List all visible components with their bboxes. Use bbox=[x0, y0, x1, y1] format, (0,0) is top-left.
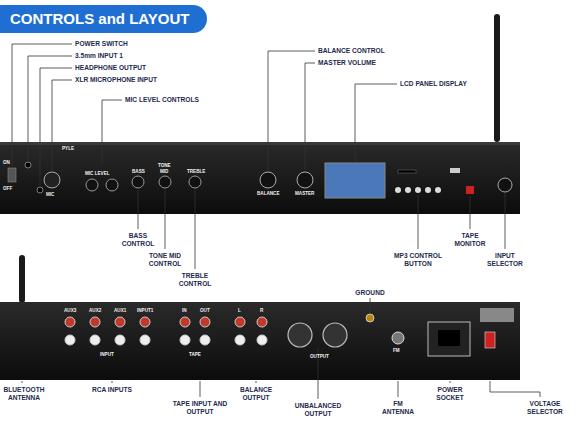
voltage-switch bbox=[485, 332, 495, 348]
callout-label: LCD PANEL DISPLAY bbox=[400, 80, 467, 88]
rating-plate bbox=[480, 308, 514, 322]
panel-marking: MIC bbox=[46, 192, 54, 197]
fm-socket bbox=[392, 332, 404, 344]
callout-label: BALANCE CONTROL bbox=[318, 47, 385, 55]
knob bbox=[86, 179, 98, 191]
knob bbox=[132, 176, 144, 188]
callout-label: UNBALANCED OUTPUT bbox=[287, 402, 349, 417]
panel-marking: AUX3 bbox=[64, 308, 76, 313]
power-socket-inner bbox=[438, 330, 460, 346]
panel-marking: FM bbox=[393, 348, 400, 353]
panel-marking: INPUT1 bbox=[137, 308, 153, 313]
usb-port bbox=[450, 168, 460, 173]
callout-label: BASS CONTROL bbox=[120, 232, 156, 247]
panel-marking: PYLE bbox=[62, 146, 74, 151]
mp3-button bbox=[395, 187, 401, 193]
panel-edge bbox=[0, 142, 520, 145]
power-socket bbox=[428, 322, 470, 356]
panel-marking: AUX2 bbox=[89, 308, 101, 313]
callout-label: INPUT SELECTOR bbox=[482, 252, 528, 267]
panel-marking: TREBLE bbox=[187, 169, 205, 174]
lcd-display bbox=[325, 163, 385, 198]
leader-lines bbox=[12, 44, 540, 399]
callout-label: FM ANTENNA bbox=[377, 400, 419, 415]
callout-label: HEADPHONE OUTPUT bbox=[75, 64, 146, 72]
knob bbox=[106, 179, 118, 191]
callout-label: POWER SWITCH bbox=[75, 40, 128, 48]
panel-marking: R bbox=[260, 308, 263, 313]
callout-label: TAPE MONITOR bbox=[448, 232, 492, 247]
back-panel bbox=[0, 302, 520, 380]
callout-label: MP3 CONTROL BUTTON bbox=[390, 252, 446, 267]
panel-marking: AUX1 bbox=[114, 308, 126, 313]
panel-marking: MASTER bbox=[295, 191, 314, 196]
callout-label: TONE MID CONTROL bbox=[144, 252, 186, 267]
input-jack bbox=[25, 162, 31, 168]
panel-marking: MIC LEVEL bbox=[85, 171, 110, 176]
panel-marking: IN bbox=[182, 308, 187, 313]
callout-label: BLUETOOTH ANTENNA bbox=[1, 386, 47, 401]
panel-marking: BALANCE bbox=[257, 191, 279, 196]
knob bbox=[159, 176, 171, 188]
rca-jacks bbox=[65, 317, 267, 345]
knob bbox=[260, 172, 276, 188]
ground-post bbox=[366, 314, 374, 322]
sd-slot bbox=[398, 170, 416, 173]
callout-label: XLR MICROPHONE INPUT bbox=[75, 76, 157, 84]
knob bbox=[189, 176, 201, 188]
panel-marking: ON bbox=[3, 160, 10, 165]
callout-label: MIC LEVEL CONTROLS bbox=[125, 96, 199, 104]
xlr-output bbox=[323, 323, 347, 347]
title-banner: CONTROLS and LAYOUT bbox=[0, 5, 207, 33]
panel-marking: MID bbox=[160, 169, 168, 174]
bluetooth-antenna bbox=[494, 14, 500, 142]
mp3-button bbox=[405, 187, 411, 193]
panel-marking: INPUT bbox=[100, 352, 114, 357]
callout-label: VOLTAGE SELECTOR bbox=[517, 400, 573, 415]
panel-marking: TAPE bbox=[189, 352, 201, 357]
panel-marking: L bbox=[238, 308, 241, 313]
knob bbox=[297, 172, 313, 188]
xlr-input bbox=[44, 172, 60, 188]
panel-marking: BASS bbox=[132, 169, 145, 174]
bluetooth-antenna bbox=[19, 255, 25, 303]
panel-marking: TONE bbox=[158, 163, 171, 168]
xlr-output bbox=[288, 323, 312, 347]
panel-marking: OFF bbox=[3, 186, 12, 191]
mp3-button bbox=[435, 187, 441, 193]
callout-label: TREBLE CONTROL bbox=[174, 272, 216, 287]
callout-label: RCA INPUTS bbox=[87, 386, 137, 394]
callout-label: GROUND bbox=[350, 289, 390, 297]
power-switch bbox=[8, 168, 16, 182]
panel-marking: OUTPUT bbox=[310, 354, 329, 359]
callout-label: TAPE INPUT AND OUTPUT bbox=[168, 400, 232, 415]
mp3-button bbox=[415, 187, 421, 193]
panel-marking: OUT bbox=[200, 308, 210, 313]
callout-label: BALANCE OUTPUT bbox=[233, 386, 279, 401]
callout-label: MASTER VOLUME bbox=[318, 59, 376, 67]
callout-label: POWER SOCKET bbox=[427, 386, 473, 401]
mp3-button bbox=[425, 187, 431, 193]
input-selector-knob bbox=[498, 178, 512, 192]
tape-monitor-button bbox=[466, 186, 474, 194]
front-panel bbox=[0, 142, 520, 214]
headphone-jack bbox=[37, 187, 43, 193]
callout-label: 3.5mm INPUT 1 bbox=[75, 52, 123, 60]
